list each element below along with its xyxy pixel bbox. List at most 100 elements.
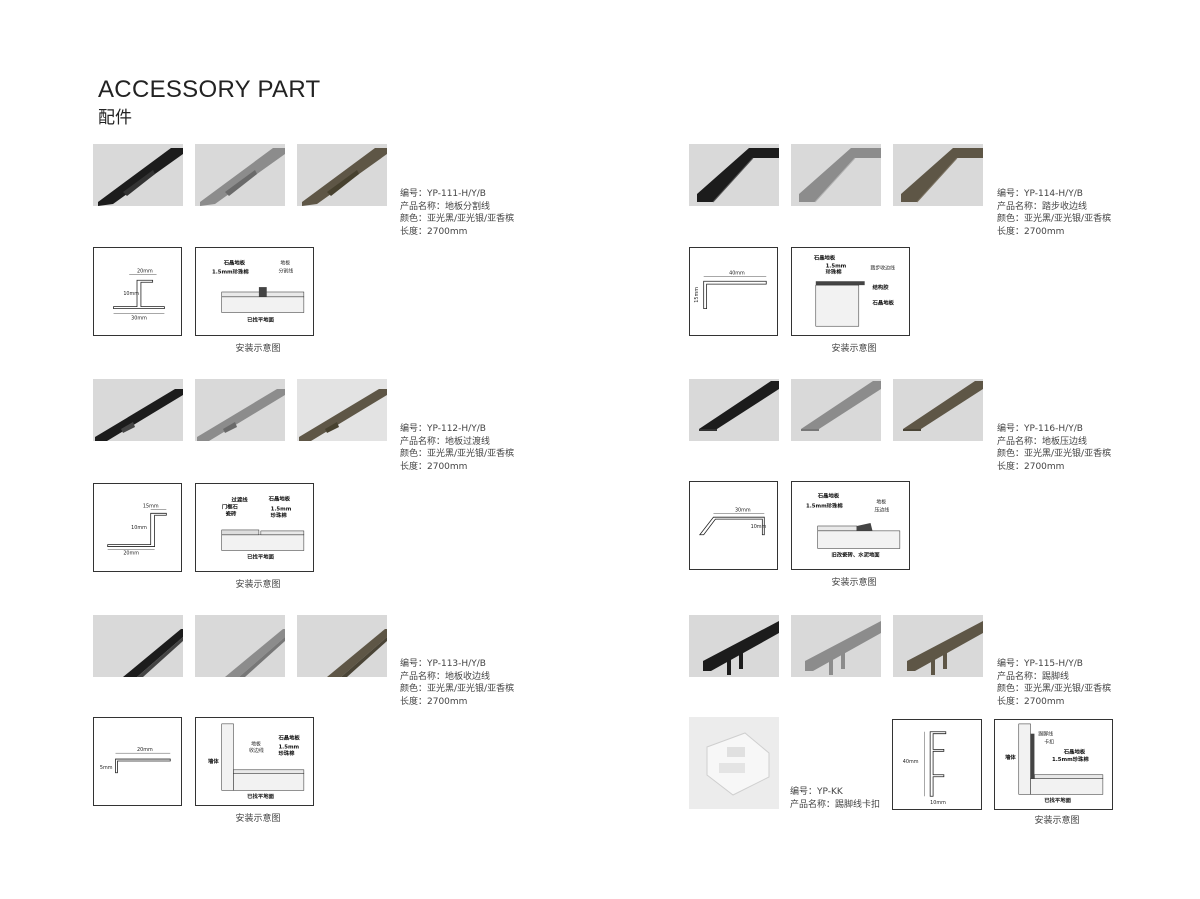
drawing-label: 墙体 [1005, 753, 1016, 761]
profile-drawing: 15mm 10mm 20mm [93, 483, 182, 572]
product-length: 长度：2700mm [400, 696, 468, 707]
drawing-label: 地板 [280, 260, 290, 267]
profile-drawing: 20mm 5mm [93, 717, 182, 806]
product-info: 编号：YP-114-H/Y/B 产品名称：踏步收边线 颜色：亚光黑/亚光银/亚香… [997, 188, 1111, 238]
profile-drawing: 30mm 10mm [689, 481, 778, 570]
caption: 安装示意图 [831, 344, 877, 354]
drawing-label: 卡扣 [1044, 738, 1054, 745]
dim-label: 40mm [729, 270, 745, 276]
installation-drawing: 石晶地板 1.5mm 珍珠棉 踏步收边线 结构胶 石晶地板 [791, 247, 910, 336]
product-color: 颜色：亚光黑/亚光银/亚香槟 [997, 684, 1112, 694]
drawing-label: 1.5mm [826, 264, 847, 270]
clip-name: 产品名称：踢脚线卡扣 [790, 799, 881, 810]
drawing-label: 珍珠棉 [271, 511, 288, 519]
caption: 安装示意图 [831, 578, 877, 588]
product-code: 编号：YP-114-H/Y/B [997, 189, 1083, 199]
installation-drawing: 过渡线 门框石 瓷砖 石晶地板 1.5mm 珍珠棉 已找平地面 [195, 483, 314, 572]
product-info: 编号：YP-113-H/Y/B 产品名称：地板收边线 颜色：亚光黑/亚光银/亚香… [400, 658, 514, 708]
product-color: 颜色：亚光黑/亚光银/亚香槟 [400, 214, 515, 224]
dim-label: 10mm [751, 524, 767, 530]
product-length: 长度：2700mm [400, 461, 468, 472]
product-length: 长度：2700mm [997, 461, 1065, 472]
caption: 安装示意图 [235, 344, 281, 354]
product-photo-champagne [893, 615, 983, 677]
product-photo-black [93, 379, 183, 441]
drawing-label: 踢脚线 [1038, 731, 1053, 738]
drawing-label: 压边线 [874, 506, 889, 513]
installation-drawing: 墙体 踢脚线 卡扣 石晶地板 1.5mm珍珠棉 已找平地面 [994, 719, 1113, 810]
product-photo-black [93, 615, 183, 677]
product-code: 编号：YP-112-H/Y/B [400, 424, 486, 434]
product-length: 长度：2700mm [997, 696, 1065, 707]
drawing-label: 珍珠棉 [826, 267, 843, 275]
product-name: 产品名称：地板收边线 [400, 671, 491, 682]
drawing-label: 1.5mm珍珠棉 [1052, 755, 1089, 763]
product-photo-black [689, 379, 779, 441]
product-name: 产品名称：踏步收边线 [997, 201, 1088, 212]
drawing-label: 石晶地板 [223, 259, 246, 267]
product-color: 颜色：亚光黑/亚光银/亚香槟 [997, 214, 1112, 224]
page-subtitle: 配件 [98, 108, 132, 128]
clip-info: 编号：YP-KK 产品名称：踢脚线卡扣 [790, 786, 880, 811]
product-photo-silver [791, 379, 881, 441]
drawing-label: 已找平地面 [1044, 796, 1071, 804]
dim-label: 40mm [903, 759, 919, 765]
product-code: 编号：YP-116-H/Y/B [997, 424, 1083, 434]
product-info: 编号：YP-116-H/Y/B 产品名称：地板压边线 颜色：亚光黑/亚光银/亚香… [997, 423, 1111, 473]
product-name: 产品名称：地板过渡线 [400, 436, 491, 447]
product-photo-silver [195, 144, 285, 206]
product-photo-silver [791, 615, 881, 677]
profile-drawing: 20mm 10mm 30mm [93, 247, 182, 336]
profile-drawing: 40mm 15mm [689, 247, 778, 336]
product-length: 长度：2700mm [400, 226, 468, 237]
drawing-label: 石晶地板 [871, 299, 894, 307]
drawing-label: 踏步收边线 [871, 265, 895, 272]
dim-label: 15mm [694, 287, 700, 303]
product-photo-champagne [297, 144, 387, 206]
product-color: 颜色：亚光黑/亚光银/亚香槟 [997, 449, 1112, 459]
drawing-label: 旧改瓷砖、水泥地面 [831, 550, 880, 558]
product-photo-black [93, 144, 183, 206]
dim-label: 30mm [131, 315, 147, 321]
drawing-label: 已找平地面 [247, 792, 274, 800]
drawing-label: 1.5mm珍珠棉 [212, 267, 249, 275]
product-photo-silver [195, 379, 285, 441]
drawing-label: 石晶地板 [1063, 747, 1086, 755]
product-code: 编号：YP-113-H/Y/B [400, 659, 486, 669]
product-length: 长度：2700mm [997, 226, 1065, 237]
product-photo-champagne [893, 379, 983, 441]
product-info: 编号：YP-115-H/Y/B 产品名称：踢脚线 颜色：亚光黑/亚光银/亚香槟 … [997, 658, 1111, 708]
installation-drawing: 墙体 地板 收边线 石晶地板 1.5mm 珍珠棉 已找平地面 [195, 717, 314, 806]
dim-label: 20mm [137, 747, 153, 753]
drawing-label: 收边线 [249, 747, 264, 754]
drawing-label: 珍珠棉 [278, 749, 295, 757]
dim-label: 10mm [930, 800, 946, 806]
product-name: 产品名称：踢脚线 [997, 671, 1070, 682]
product-photo-black [689, 144, 779, 206]
clip-code: 编号：YP-KK [790, 787, 843, 797]
drawing-label: 过渡线 [232, 496, 249, 504]
drawing-label: 地板 [251, 740, 261, 747]
drawing-label: 已找平地面 [247, 315, 274, 323]
product-photo-champagne [893, 144, 983, 206]
dim-label: 10mm [123, 291, 139, 297]
drawing-label: 瓷砖 [226, 509, 237, 517]
drawing-label: 1.5mm [278, 744, 299, 750]
caption: 安装示意图 [235, 580, 281, 590]
drawing-label: 墙体 [208, 757, 219, 765]
product-info: 编号：YP-111-H/Y/B 产品名称：地板分割线 颜色：亚光黑/亚光银/亚香… [400, 188, 514, 238]
drawing-label: 石晶地板 [817, 492, 840, 500]
installation-drawing: 石晶地板 1.5mm珍珠棉 地板 分割线 已找平地面 [195, 247, 314, 336]
dim-label: 15mm [143, 503, 159, 509]
caption: 安装示意图 [1034, 816, 1080, 826]
product-photo-black [689, 615, 779, 677]
product-color: 颜色：亚光黑/亚光银/亚香槟 [400, 684, 515, 694]
product-photo-champagne [297, 379, 387, 441]
clip-photo [689, 717, 779, 809]
product-info: 编号：YP-112-H/Y/B 产品名称：地板过渡线 颜色：亚光黑/亚光银/亚香… [400, 423, 514, 473]
drawing-label: 1.5mm [271, 506, 292, 512]
product-photo-champagne [297, 615, 387, 677]
product-photo-silver [791, 144, 881, 206]
drawing-label: 结构胶 [872, 283, 889, 291]
drawing-label: 已找平地面 [247, 552, 274, 560]
